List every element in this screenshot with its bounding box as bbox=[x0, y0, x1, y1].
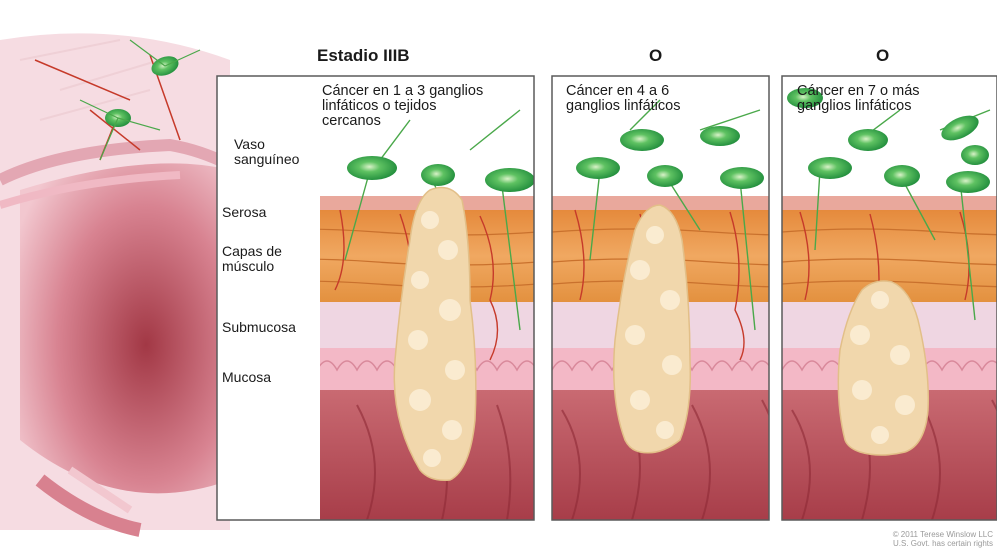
panel-2-heading: O bbox=[649, 46, 662, 66]
panel-3-art bbox=[782, 0, 997, 530]
panel-3-heading: O bbox=[876, 46, 889, 66]
panel-1-text: Cáncer en 1 a 3 ganglios linfáticos o te… bbox=[322, 84, 483, 129]
copyright-credit: © 2011 Terese Winslow LLC U.S. Govt. has… bbox=[893, 530, 993, 548]
label-mucosa: Mucosa bbox=[222, 370, 271, 385]
panel-1-heading: Estadio IIIB bbox=[317, 46, 410, 66]
label-muscle-layers: Capas de músculo bbox=[222, 244, 282, 274]
label-blood-vessel: Vaso sanguíneo bbox=[234, 137, 299, 167]
panel-3-text: Cáncer en 7 o más ganglios linfáticos bbox=[797, 84, 920, 114]
label-submucosa: Submucosa bbox=[222, 320, 296, 335]
label-serosa: Serosa bbox=[222, 205, 266, 220]
panel-2-text: Cáncer en 4 a 6 ganglios linfáticos bbox=[566, 84, 680, 114]
